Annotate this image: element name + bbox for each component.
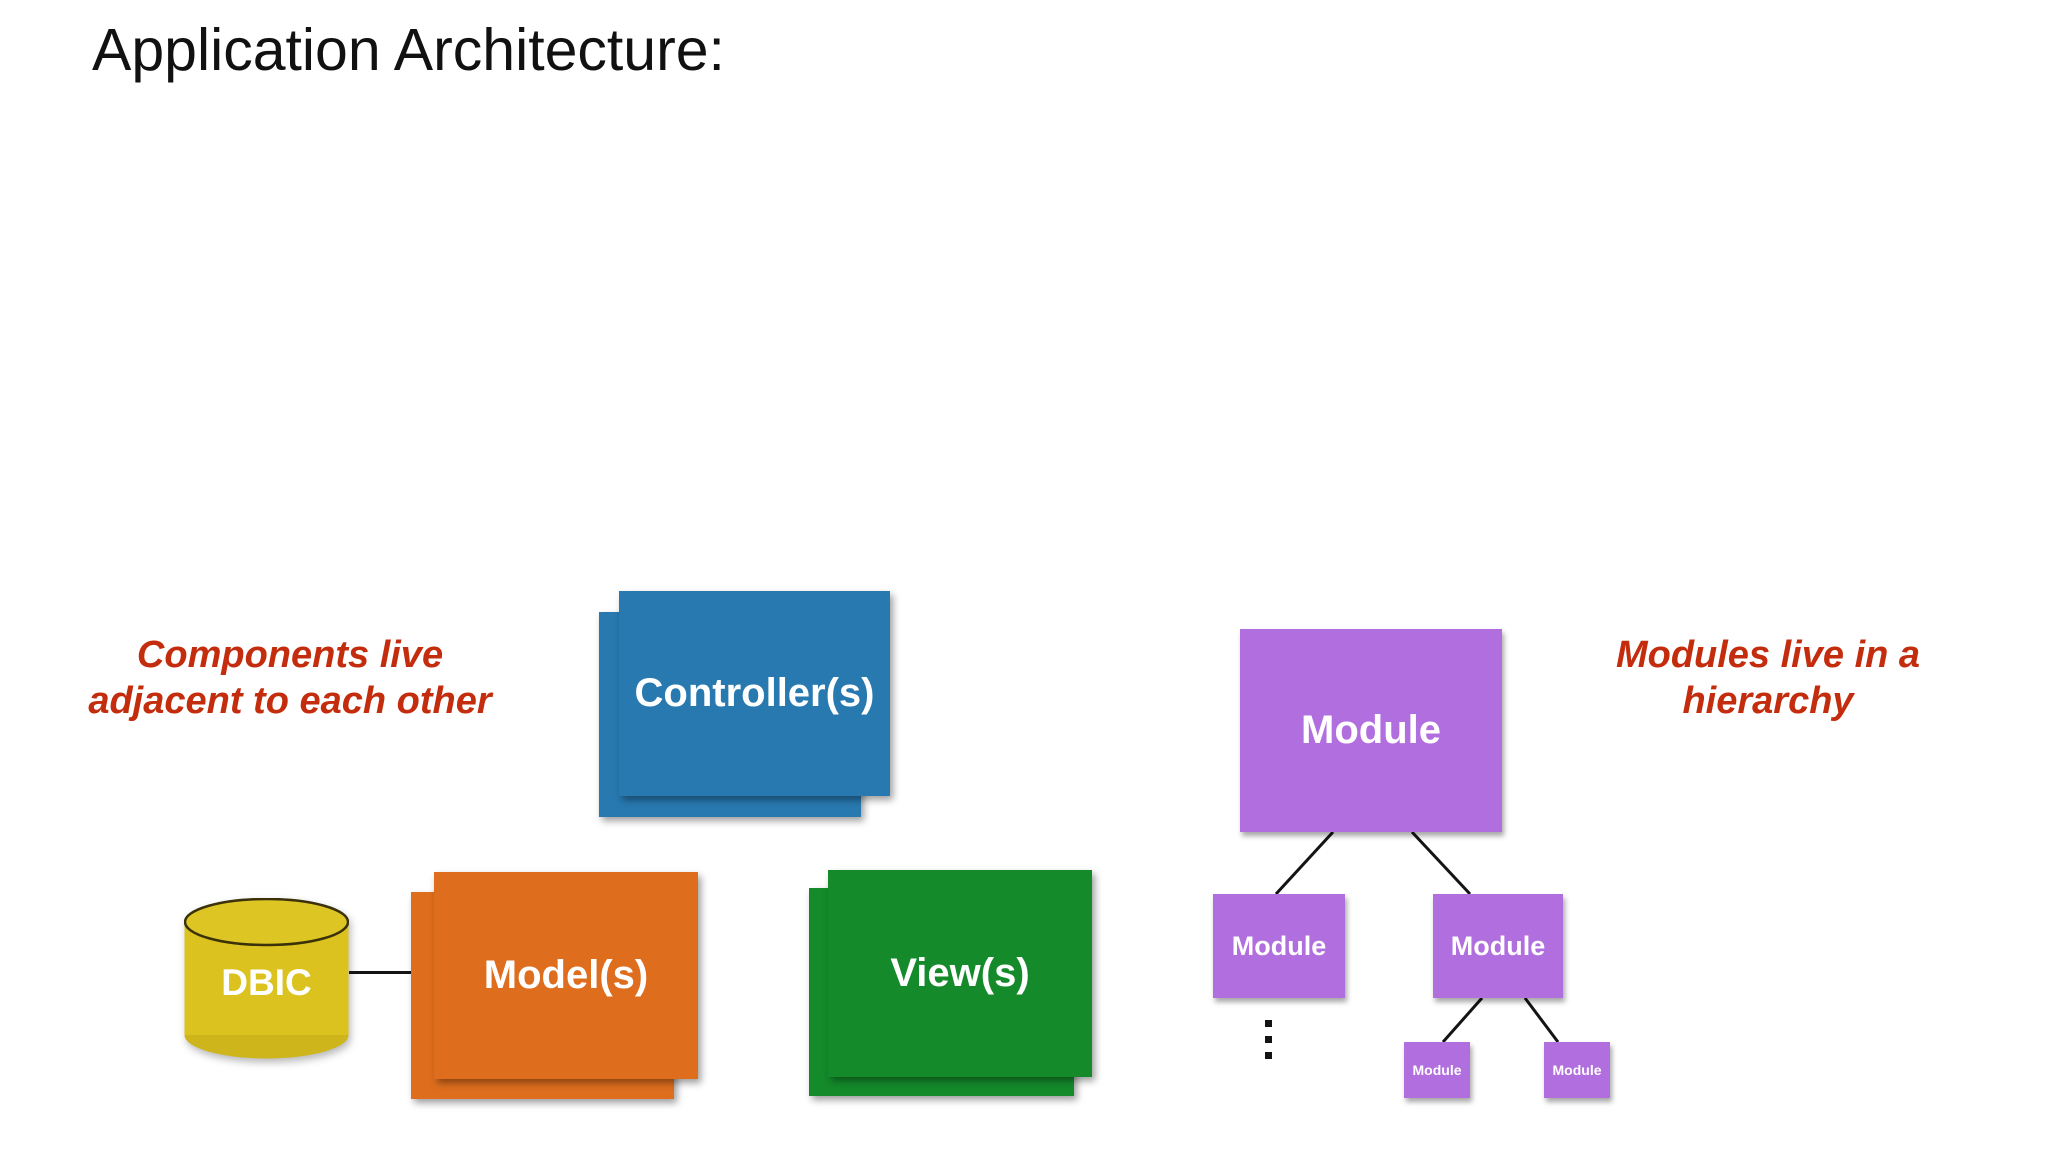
module-child-left-label: Module	[1231, 930, 1327, 961]
dbic-model-connector	[349, 971, 411, 974]
dbic-cylinder: DBIC	[184, 898, 349, 1060]
annotation-right-line1: Modules live in a	[1615, 634, 1921, 676]
module-grandchild-left-label: Module	[1412, 1062, 1462, 1078]
database-cylinder-icon	[184, 898, 349, 1059]
slide-title: Application Architecture:	[92, 17, 725, 83]
ellipsis-dot	[1265, 1020, 1272, 1027]
module-child-right: Module	[1433, 894, 1563, 998]
annotation-left-line1: Components live	[136, 634, 444, 676]
controller-front-card: Controller(s)	[619, 591, 890, 796]
view-label: View(s)	[890, 951, 1030, 995]
annotation-modules-hierarchy: Modules live in a hierarchy	[1603, 632, 1933, 724]
ellipsis-dot	[1265, 1052, 1272, 1059]
view-front-card: View(s)	[828, 870, 1092, 1077]
controller-stack: Controller(s)	[599, 591, 890, 817]
module-child-right-label: Module	[1450, 930, 1546, 961]
module-grandchild-left: Module	[1404, 1042, 1470, 1098]
dbic-label: DBIC	[221, 962, 312, 1003]
annotation-components-adjacent: Components live adjacent to each other	[85, 632, 495, 724]
model-label: Model(s)	[483, 953, 649, 997]
vertical-ellipsis-icon	[1265, 1020, 1272, 1059]
module-child-left: Module	[1213, 894, 1345, 998]
controller-label: Controller(s)	[634, 671, 875, 715]
module-root-label: Module	[1301, 708, 1441, 752]
module-grandchild-right-label: Module	[1552, 1062, 1602, 1078]
model-front-card: Model(s)	[434, 872, 698, 1079]
annotation-left-line2: adjacent to each other	[88, 680, 492, 722]
model-stack: Model(s)	[411, 872, 698, 1099]
module-grandchild-right: Module	[1544, 1042, 1610, 1098]
hierarchy-connector-lines	[1274, 830, 1560, 1043]
annotation-right-line2: hierarchy	[1682, 680, 1854, 722]
ellipsis-dot	[1265, 1036, 1272, 1043]
view-stack: View(s)	[809, 870, 1092, 1096]
module-root: Module	[1240, 629, 1502, 832]
